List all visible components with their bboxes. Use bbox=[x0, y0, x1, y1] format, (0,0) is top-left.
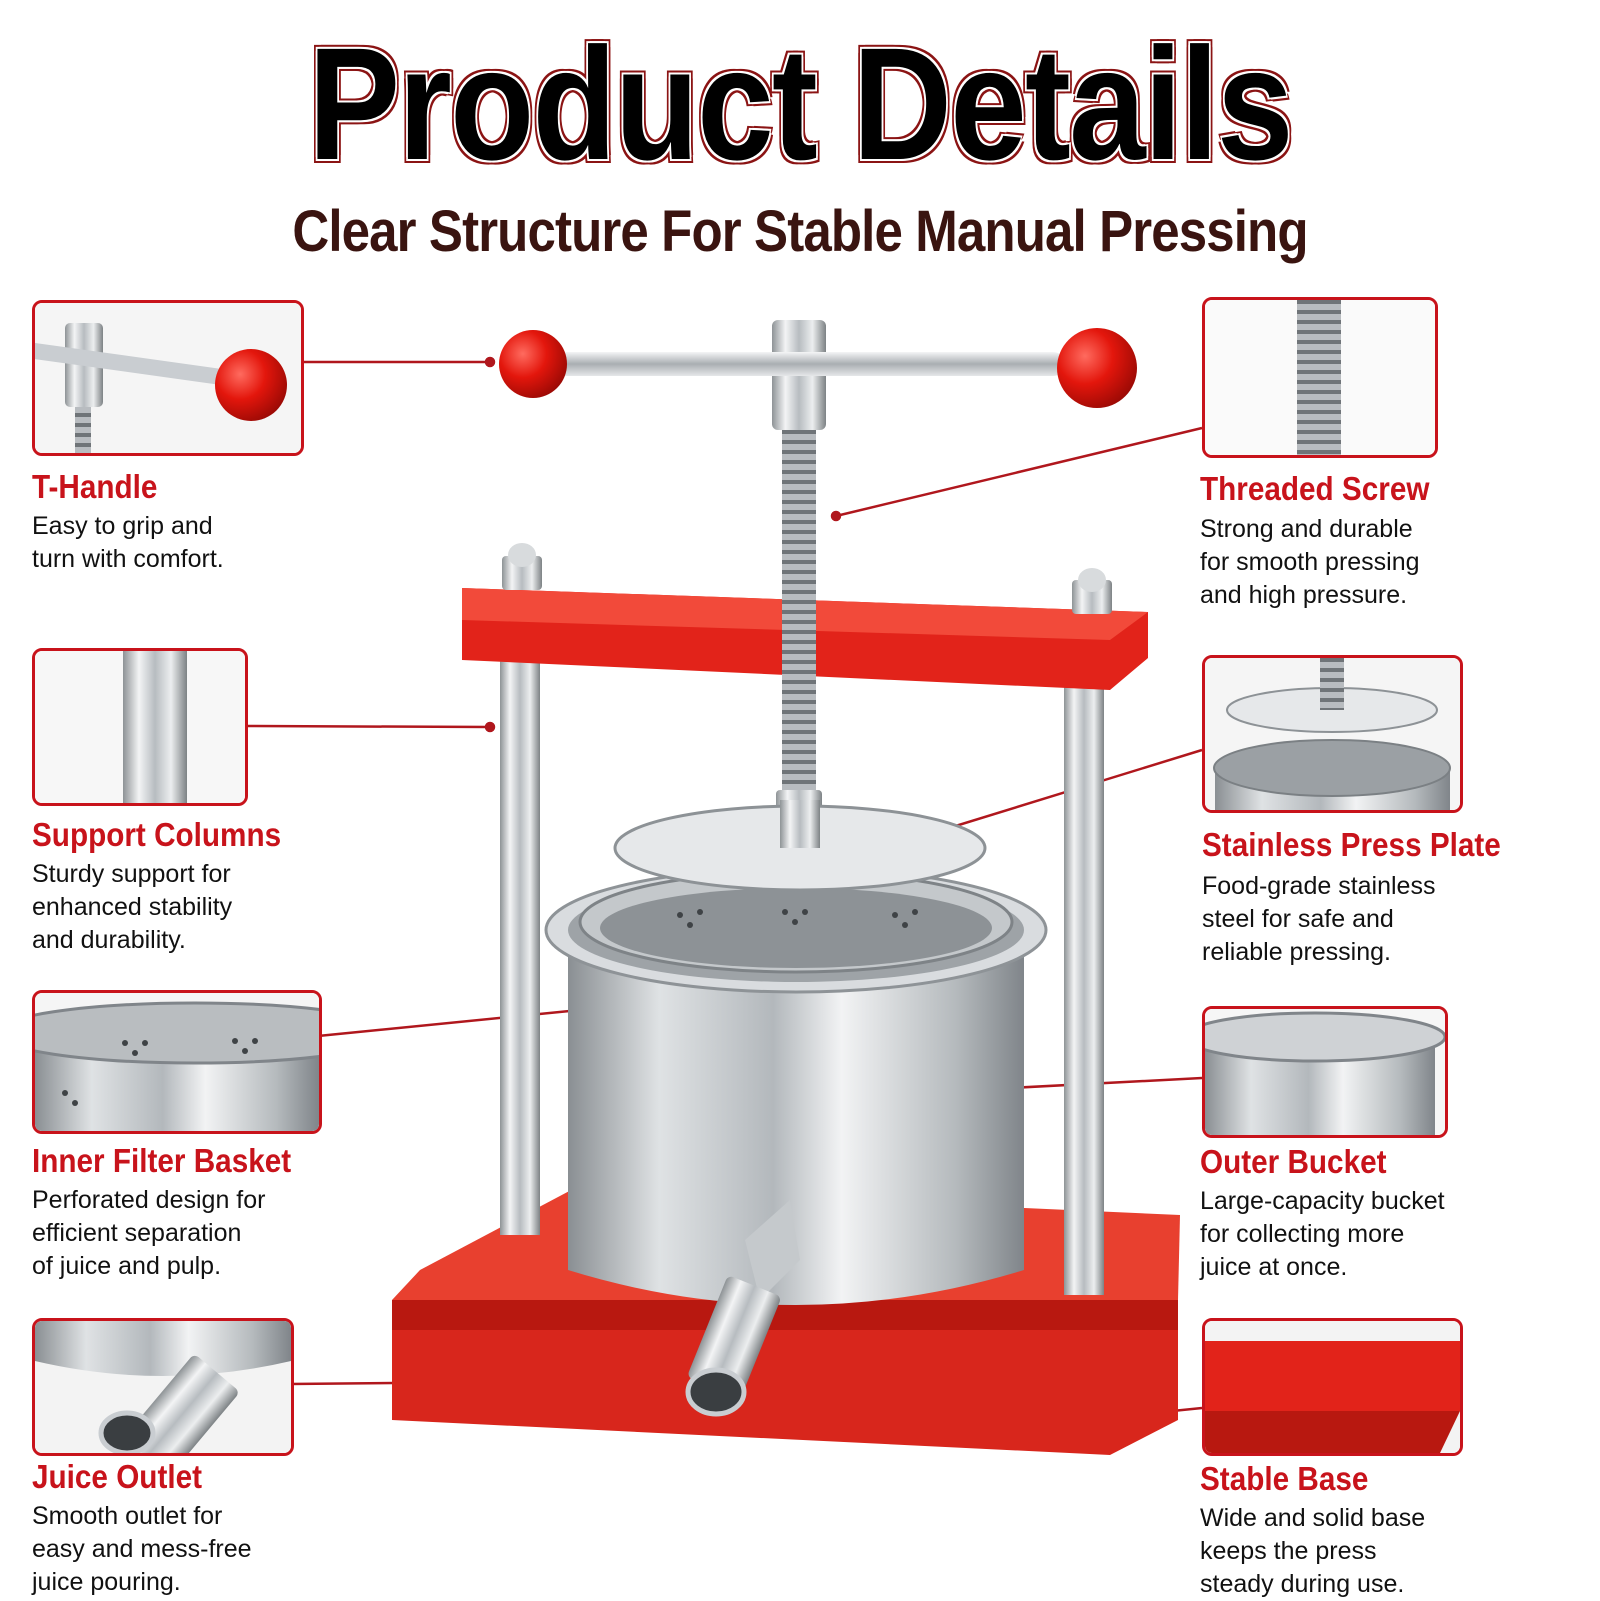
stable-base-thumbnail bbox=[1202, 1318, 1463, 1456]
filter-basket-title: Inner Filter Basket bbox=[32, 1142, 292, 1179]
outer-bucket-thumbnail bbox=[1202, 1006, 1448, 1138]
juice-outlet-desc: Smooth outlet for easy and mess-free jui… bbox=[32, 1502, 252, 1596]
threaded-screw-thumbnail bbox=[1202, 297, 1438, 458]
support-columns-desc: Sturdy support for enhanced stability an… bbox=[32, 860, 233, 954]
press-plate-thumbnail bbox=[1202, 655, 1463, 813]
support-columns-title: Support Columns bbox=[32, 816, 282, 853]
press-plate-desc: Food-grade stainless steel for safe and … bbox=[1202, 872, 1436, 966]
threaded-screw-desc: Strong and durable for smooth pressing a… bbox=[1200, 515, 1420, 609]
stable-base-desc: Wide and solid base keeps the press stea… bbox=[1200, 1504, 1426, 1598]
outer-bucket-title: Outer Bucket bbox=[1200, 1143, 1387, 1180]
threaded-screw-title: Threaded Screw bbox=[1200, 470, 1430, 507]
press-plate-title: Stainless Press Plate bbox=[1202, 826, 1501, 863]
filter-basket-desc: Perforated design for efficient separati… bbox=[32, 1186, 266, 1280]
stable-base-title: Stable Base bbox=[1200, 1460, 1369, 1497]
juice-outlet-title: Juice Outlet bbox=[32, 1458, 203, 1495]
t-handle-desc: Easy to grip and turn with comfort. bbox=[32, 512, 224, 573]
t-handle-title: T-Handle bbox=[32, 468, 158, 505]
filter-basket-thumbnail bbox=[32, 990, 322, 1134]
page-subtitle: Clear Structure For Stable Manual Pressi… bbox=[292, 199, 1308, 264]
juice-outlet-thumbnail bbox=[32, 1318, 294, 1456]
support-columns-thumbnail bbox=[32, 648, 248, 806]
page-title: Product Details bbox=[308, 14, 1293, 193]
t-handle-thumbnail bbox=[32, 300, 304, 456]
outer-bucket-desc: Large-capacity bucket for collecting mor… bbox=[1200, 1187, 1445, 1281]
